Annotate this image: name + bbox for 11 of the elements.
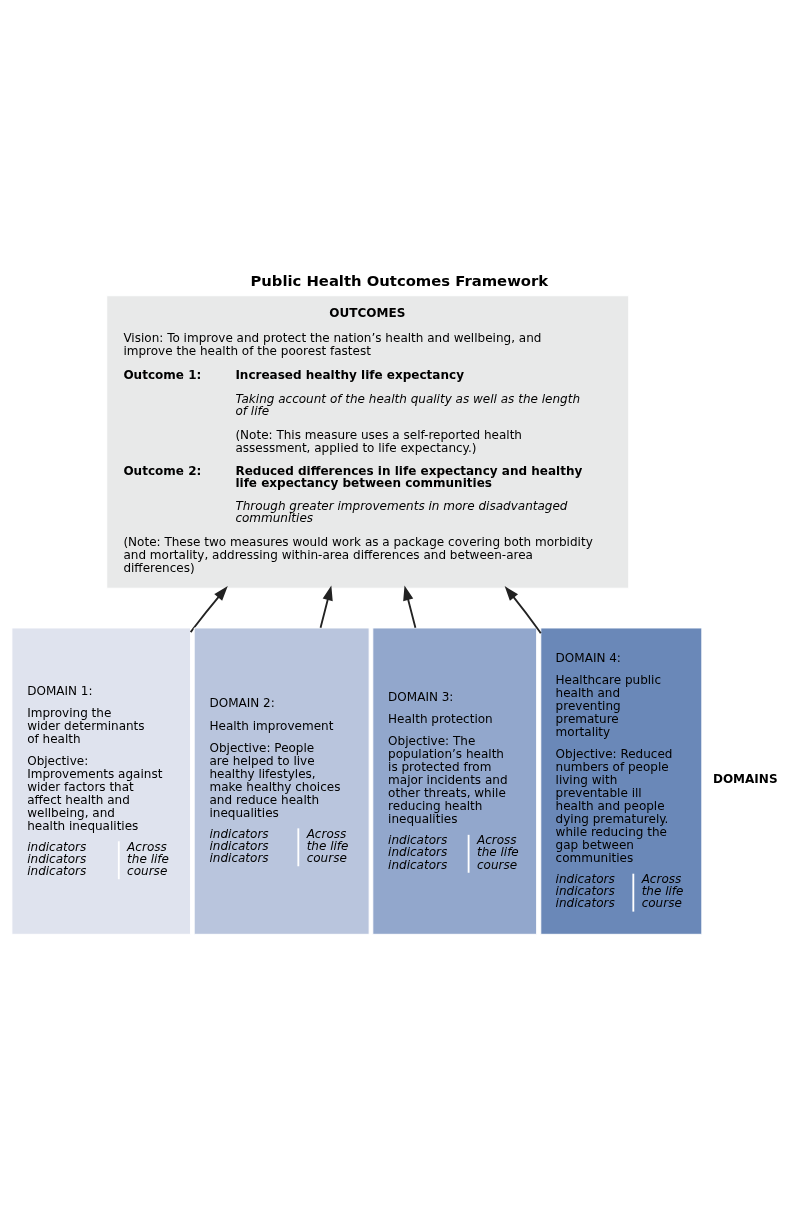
diagram-title: Public Health Outcomes Framework <box>250 272 549 290</box>
node-box: DOMAIN 1: Improving the wider determinants of health Objective: Improvements against wider factors that affect health and wellbeing, and health inequalities indicators indicators indicators Across the life course <box>11 627 191 935</box>
arrow <box>403 585 417 629</box>
node-box: DOMAIN 3: Health protection Objective: The population’s health is protected from major incidents and other threats, while reducing health inequalities indicators indicators indicators Across the life course <box>372 627 538 935</box>
node-box: DOMAIN 4: Healthcare public health and preventing premature mortality Objective: Reduced numbers of people living with preventable ill health and people dying prematurely. while reducing the gap between communities indicators indicators indicators Across the life course <box>540 627 703 935</box>
node-box: DOMAIN 2: Health improvement Objective: People are helped to live healthy lifestyles, make healthy choices and reduce health inequalities indicators indicators indicators Across the life course <box>193 627 370 935</box>
label: DOMAINS <box>712 772 778 787</box>
arrow <box>319 585 333 629</box>
node-box: OUTCOMES Vision: To improve and protect the nation’s health and wellbeing, and improve the health of the poorest fastest Outcome 1: Increased healthy life expectancy Taking account of the health quality as well as the length of life (Note: This measure uses a self-reported health assessment, applied to life expectancy.) Outcome 2: Reduced differences in life expectancy and healthy life expectancy between communities Through greater improvements in more disadvantaged communities (Note: These two measures would work as a package covering both morbidity and mortality, addressing within-area differences and between-area differences) <box>106 295 630 589</box>
arrow <box>189 586 228 633</box>
arrow <box>504 586 542 635</box>
